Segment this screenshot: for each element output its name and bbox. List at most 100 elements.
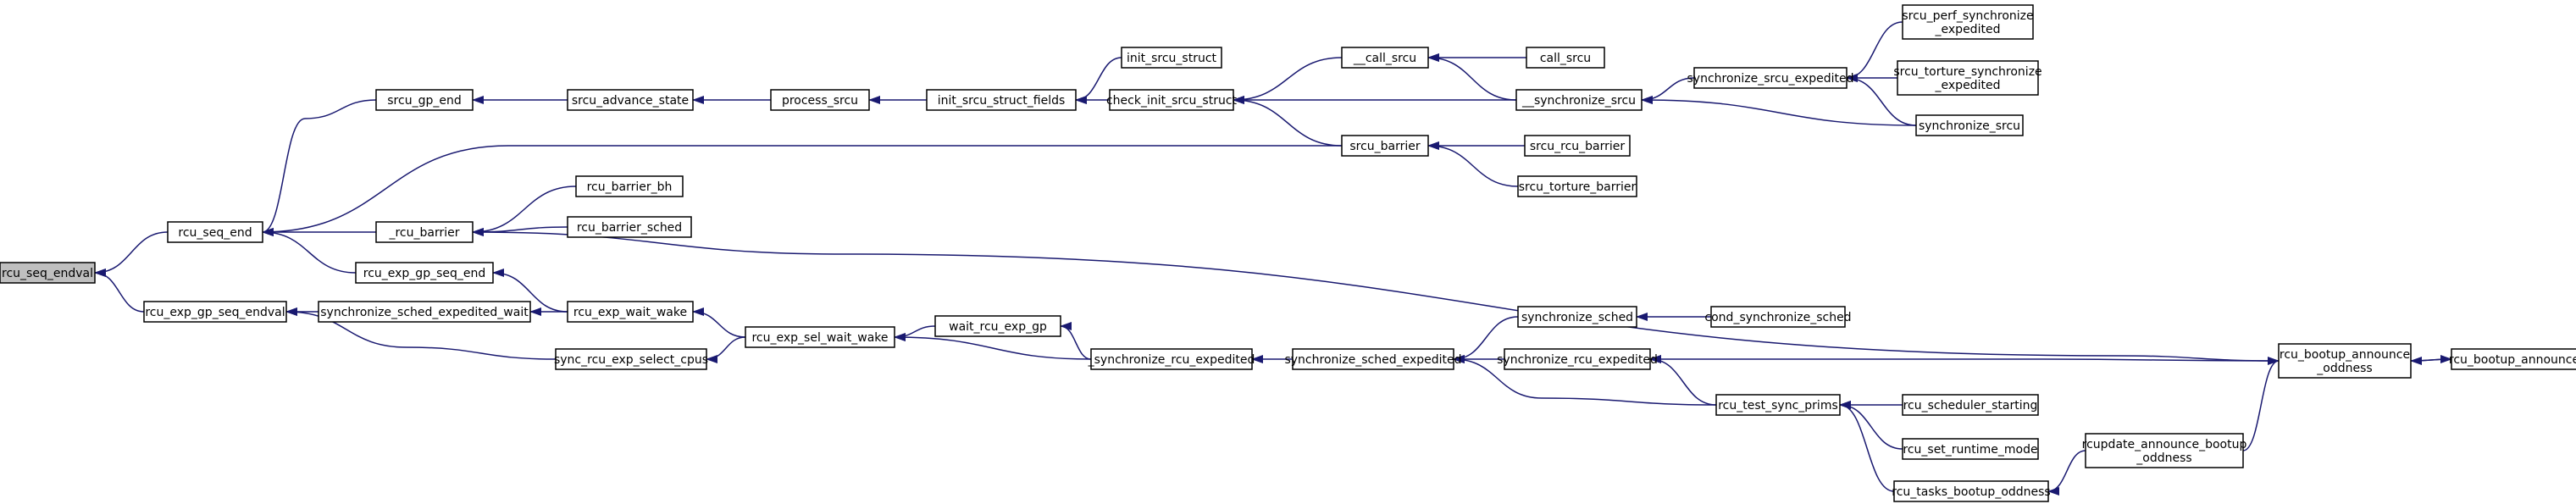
node-box xyxy=(567,301,694,323)
node-box xyxy=(2278,343,2412,379)
call-edge xyxy=(1649,355,1717,406)
node-box xyxy=(167,221,263,243)
call-edge xyxy=(262,145,1343,236)
function-node[interactable]: rcu_scheduler_starting xyxy=(1902,394,2039,416)
function-node[interactable]: srcu_rcu_barrier xyxy=(1524,135,1631,157)
call-edge xyxy=(492,269,568,313)
function-node[interactable]: _rcu_barrier xyxy=(375,221,474,243)
function-node[interactable]: srcu_advance_state xyxy=(567,89,694,111)
node-label: init_srcu_struct_fields xyxy=(938,94,1066,108)
call-edge xyxy=(1233,96,1343,147)
node-box xyxy=(567,216,692,238)
node-label: srcu_perf_synchronize xyxy=(1902,9,2033,23)
function-node[interactable]: rcu_exp_gp_seq_endval xyxy=(143,301,287,323)
function-node[interactable]: srcu_barrier xyxy=(1341,135,1429,157)
function-node[interactable]: cond_synchronize_sched xyxy=(1704,306,1852,328)
node-label: synchronize_rcu_expedited xyxy=(1497,353,1658,367)
call-edge xyxy=(1233,57,1343,104)
node-label: _expedited xyxy=(1935,79,2001,92)
node-box xyxy=(1517,306,1637,328)
function-node[interactable]: rcu_exp_sel_wait_wake xyxy=(745,326,895,348)
node-label: synchronize_srcu xyxy=(1919,119,2020,133)
function-node[interactable]: srcu_torture_synchronize_expedited xyxy=(1893,60,2042,96)
function-node[interactable]: __synchronize_srcu xyxy=(1515,89,1643,111)
node-box xyxy=(1341,47,1429,69)
node-label: rcu_scheduler_starting xyxy=(1903,399,2038,413)
node-label: rcupdate_announce_bootup xyxy=(2082,438,2247,451)
node-box xyxy=(770,89,870,111)
function-node[interactable]: rcupdate_announce_bootup_oddness xyxy=(2082,433,2247,468)
call-edge xyxy=(894,325,936,341)
node-box xyxy=(745,326,895,348)
function-node[interactable]: __call_srcu xyxy=(1341,47,1429,69)
function-node[interactable]: synchronize_rcu_expedited xyxy=(1497,348,1658,370)
node-box xyxy=(1897,60,2039,96)
function-node[interactable]: rcu_seq_endval xyxy=(0,262,96,284)
node-box xyxy=(1693,67,1848,89)
function-node[interactable]: wait_rcu_exp_gp xyxy=(934,315,1061,337)
call-edge xyxy=(262,228,357,274)
function-node[interactable]: rcu_exp_gp_seq_end xyxy=(355,262,494,284)
call-edge xyxy=(1427,53,1517,101)
node-layer: rcu_seq_endval rcu_seq_end rcu_exp_gp_seq_… xyxy=(0,4,2576,502)
function-node[interactable]: init_srcu_struct xyxy=(1121,47,1222,69)
node-box xyxy=(1893,480,2049,502)
function-node[interactable]: rcu_tasks_bootup_oddness xyxy=(1892,480,2051,502)
function-node[interactable]: rcu_test_sync_prims xyxy=(1715,394,1841,416)
call-edge xyxy=(2410,355,2452,364)
call-edge xyxy=(94,231,169,277)
node-box xyxy=(1515,89,1643,111)
call-edge xyxy=(1846,74,1917,126)
function-node[interactable]: rcu_bootup_announce xyxy=(2449,348,2576,370)
node-label: synchronize_sched_expedited_wait xyxy=(320,306,529,319)
node-label: __call_srcu xyxy=(1353,52,1416,65)
node-box xyxy=(1504,348,1651,370)
node-label: call_srcu xyxy=(1540,52,1591,65)
node-label: synchronize_sched xyxy=(1521,311,1633,324)
function-node[interactable]: rcu_seq_end xyxy=(167,221,263,243)
function-node[interactable]: srcu_perf_synchronize_expedited xyxy=(1902,4,2034,40)
function-node[interactable]: sync_rcu_exp_select_cpus xyxy=(554,348,708,370)
function-node[interactable]: rcu_bootup_announce_oddness xyxy=(2278,343,2412,379)
node-label: rcu_barrier_sched xyxy=(577,221,682,235)
function-node[interactable]: init_srcu_struct_fields xyxy=(926,89,1077,111)
node-box xyxy=(2085,433,2244,468)
function-node[interactable]: _synchronize_rcu_expedited xyxy=(1088,348,1255,370)
function-node[interactable]: synchronize_srcu xyxy=(1915,114,2024,136)
function-node[interactable]: rcu_exp_wait_wake xyxy=(567,301,694,323)
call-edge xyxy=(692,307,746,338)
node-box xyxy=(318,301,531,323)
node-label: rcu_seq_end xyxy=(178,226,252,240)
node-box xyxy=(1341,135,1429,157)
node-box xyxy=(1710,306,1846,328)
function-node[interactable]: check_init_srcu_struct xyxy=(1106,89,1238,111)
node-label: init_srcu_struct xyxy=(1127,52,1217,65)
node-label: rcu_exp_gp_seq_endval xyxy=(145,306,285,319)
function-node[interactable]: rcu_set_runtime_mode xyxy=(1902,438,2039,460)
function-node[interactable]: synchronize_sched xyxy=(1517,306,1637,328)
node-label: rcu_exp_gp_seq_end xyxy=(363,267,486,280)
node-label: rcu_bootup_announce xyxy=(2449,353,2576,367)
node-label: rcu_tasks_bootup_oddness xyxy=(1892,485,2050,499)
function-node[interactable]: rcu_barrier_sched xyxy=(567,216,692,238)
function-node[interactable]: srcu_torture_barrier xyxy=(1517,175,1637,197)
function-node[interactable]: synchronize_sched_expedited xyxy=(1284,348,1462,370)
node-box xyxy=(1292,348,1454,370)
node-box xyxy=(1915,114,2024,136)
node-box xyxy=(2451,348,2576,370)
function-node[interactable]: call_srcu xyxy=(1526,47,1605,69)
node-label: rcu_seq_endval xyxy=(2,267,93,280)
call-edge xyxy=(262,99,377,236)
function-node[interactable]: srcu_gp_end xyxy=(375,89,474,111)
node-box xyxy=(567,89,694,111)
function-node[interactable]: synchronize_sched_expedited_wait xyxy=(318,301,531,323)
function-node[interactable]: rcu_barrier_bh xyxy=(575,175,684,197)
function-node[interactable]: process_srcu xyxy=(770,89,870,111)
call-edge xyxy=(2047,450,2086,496)
node-label: _synchronize_rcu_expedited xyxy=(1088,353,1255,367)
node-box xyxy=(1517,175,1637,197)
function-node[interactable]: synchronize_srcu_expedited xyxy=(1687,67,1854,89)
node-box xyxy=(1902,394,2039,416)
call-edge xyxy=(894,333,1092,360)
